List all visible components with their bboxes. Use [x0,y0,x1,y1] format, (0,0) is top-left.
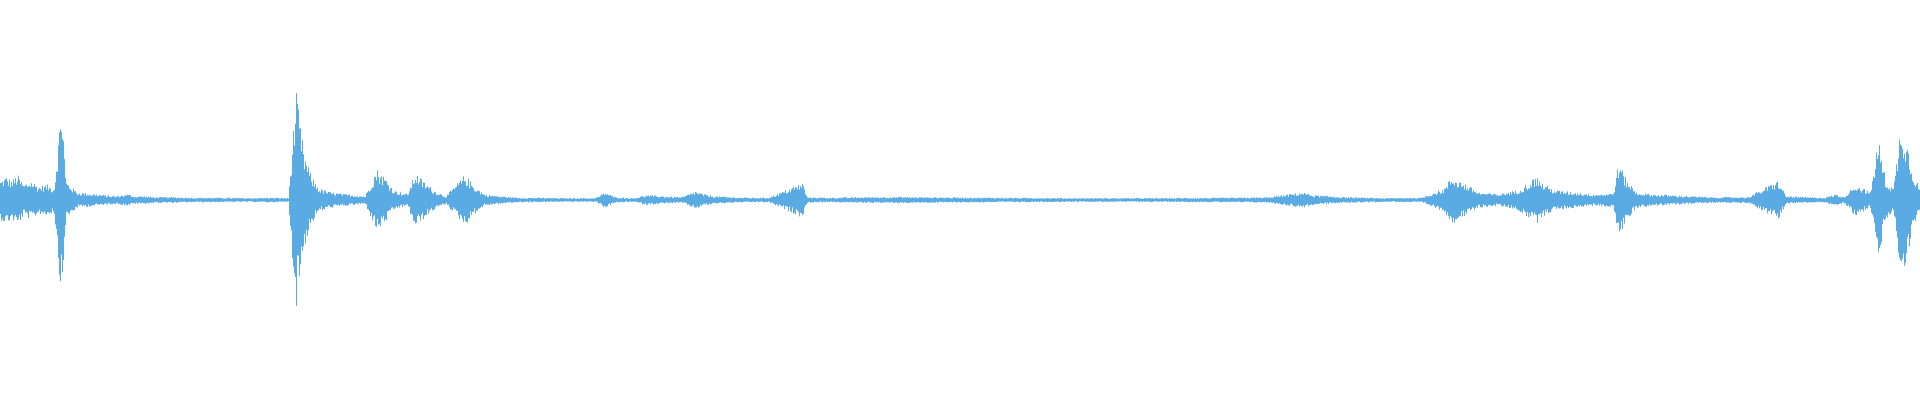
waveform-lines [0,93,1920,306]
